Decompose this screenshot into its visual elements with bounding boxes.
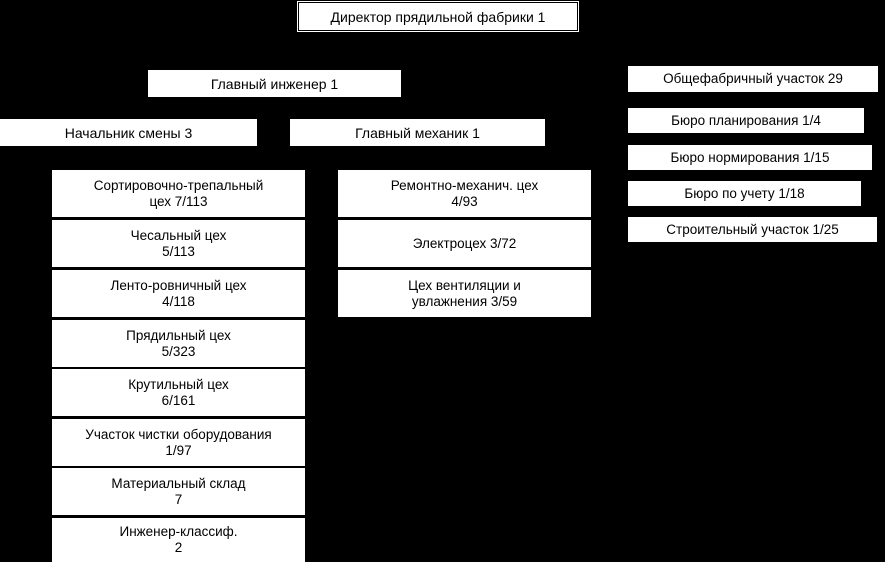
node-chief-engineer[interactable]: Главный инженер 1 [148, 70, 401, 97]
node-spinning-shop[interactable]: Прядильный цех 5/323 [52, 320, 305, 367]
node-sorting-scutching-shop[interactable]: Сортировочно-трепальный цех 7/113 [52, 170, 305, 217]
node-drawing-roving-shop[interactable]: Ленто-ровничный цех 4/118 [52, 270, 305, 317]
node-general-factory-area[interactable]: Общефабричный участок 29 [628, 66, 878, 92]
node-repair-mechanical-shop[interactable]: Ремонтно-механич. цех 4/93 [338, 170, 591, 217]
node-shift-supervisor[interactable]: Начальник смены 3 [0, 119, 257, 146]
node-equipment-cleaning-area[interactable]: Участок чистки оборудования 1/97 [52, 419, 305, 466]
node-carding-shop[interactable]: Чесальный цех 5/113 [52, 220, 305, 267]
node-rate-setting-bureau[interactable]: Бюро нормирования 1/15 [628, 145, 872, 170]
node-director[interactable]: Директор прядильной фабрики 1 [297, 1, 579, 32]
node-material-warehouse[interactable]: Материальный склад 7 [52, 468, 305, 515]
node-twisting-shop[interactable]: Крутильный цех 6/161 [52, 369, 305, 416]
node-accounting-bureau[interactable]: Бюро по учету 1/18 [628, 181, 861, 206]
node-electrical-shop[interactable]: Электроцех 3/72 [338, 220, 591, 267]
node-classification-engineer[interactable]: Инженер-классиф. 2 [52, 518, 305, 562]
node-construction-area[interactable]: Строительный участок 1/25 [628, 217, 877, 242]
node-chief-mechanic[interactable]: Главный механик 1 [290, 119, 545, 146]
node-planning-bureau[interactable]: Бюро планирования 1/4 [628, 108, 864, 133]
node-ventilation-humidification-shop[interactable]: Цех вентиляции и увлажнения 3/59 [338, 270, 591, 317]
